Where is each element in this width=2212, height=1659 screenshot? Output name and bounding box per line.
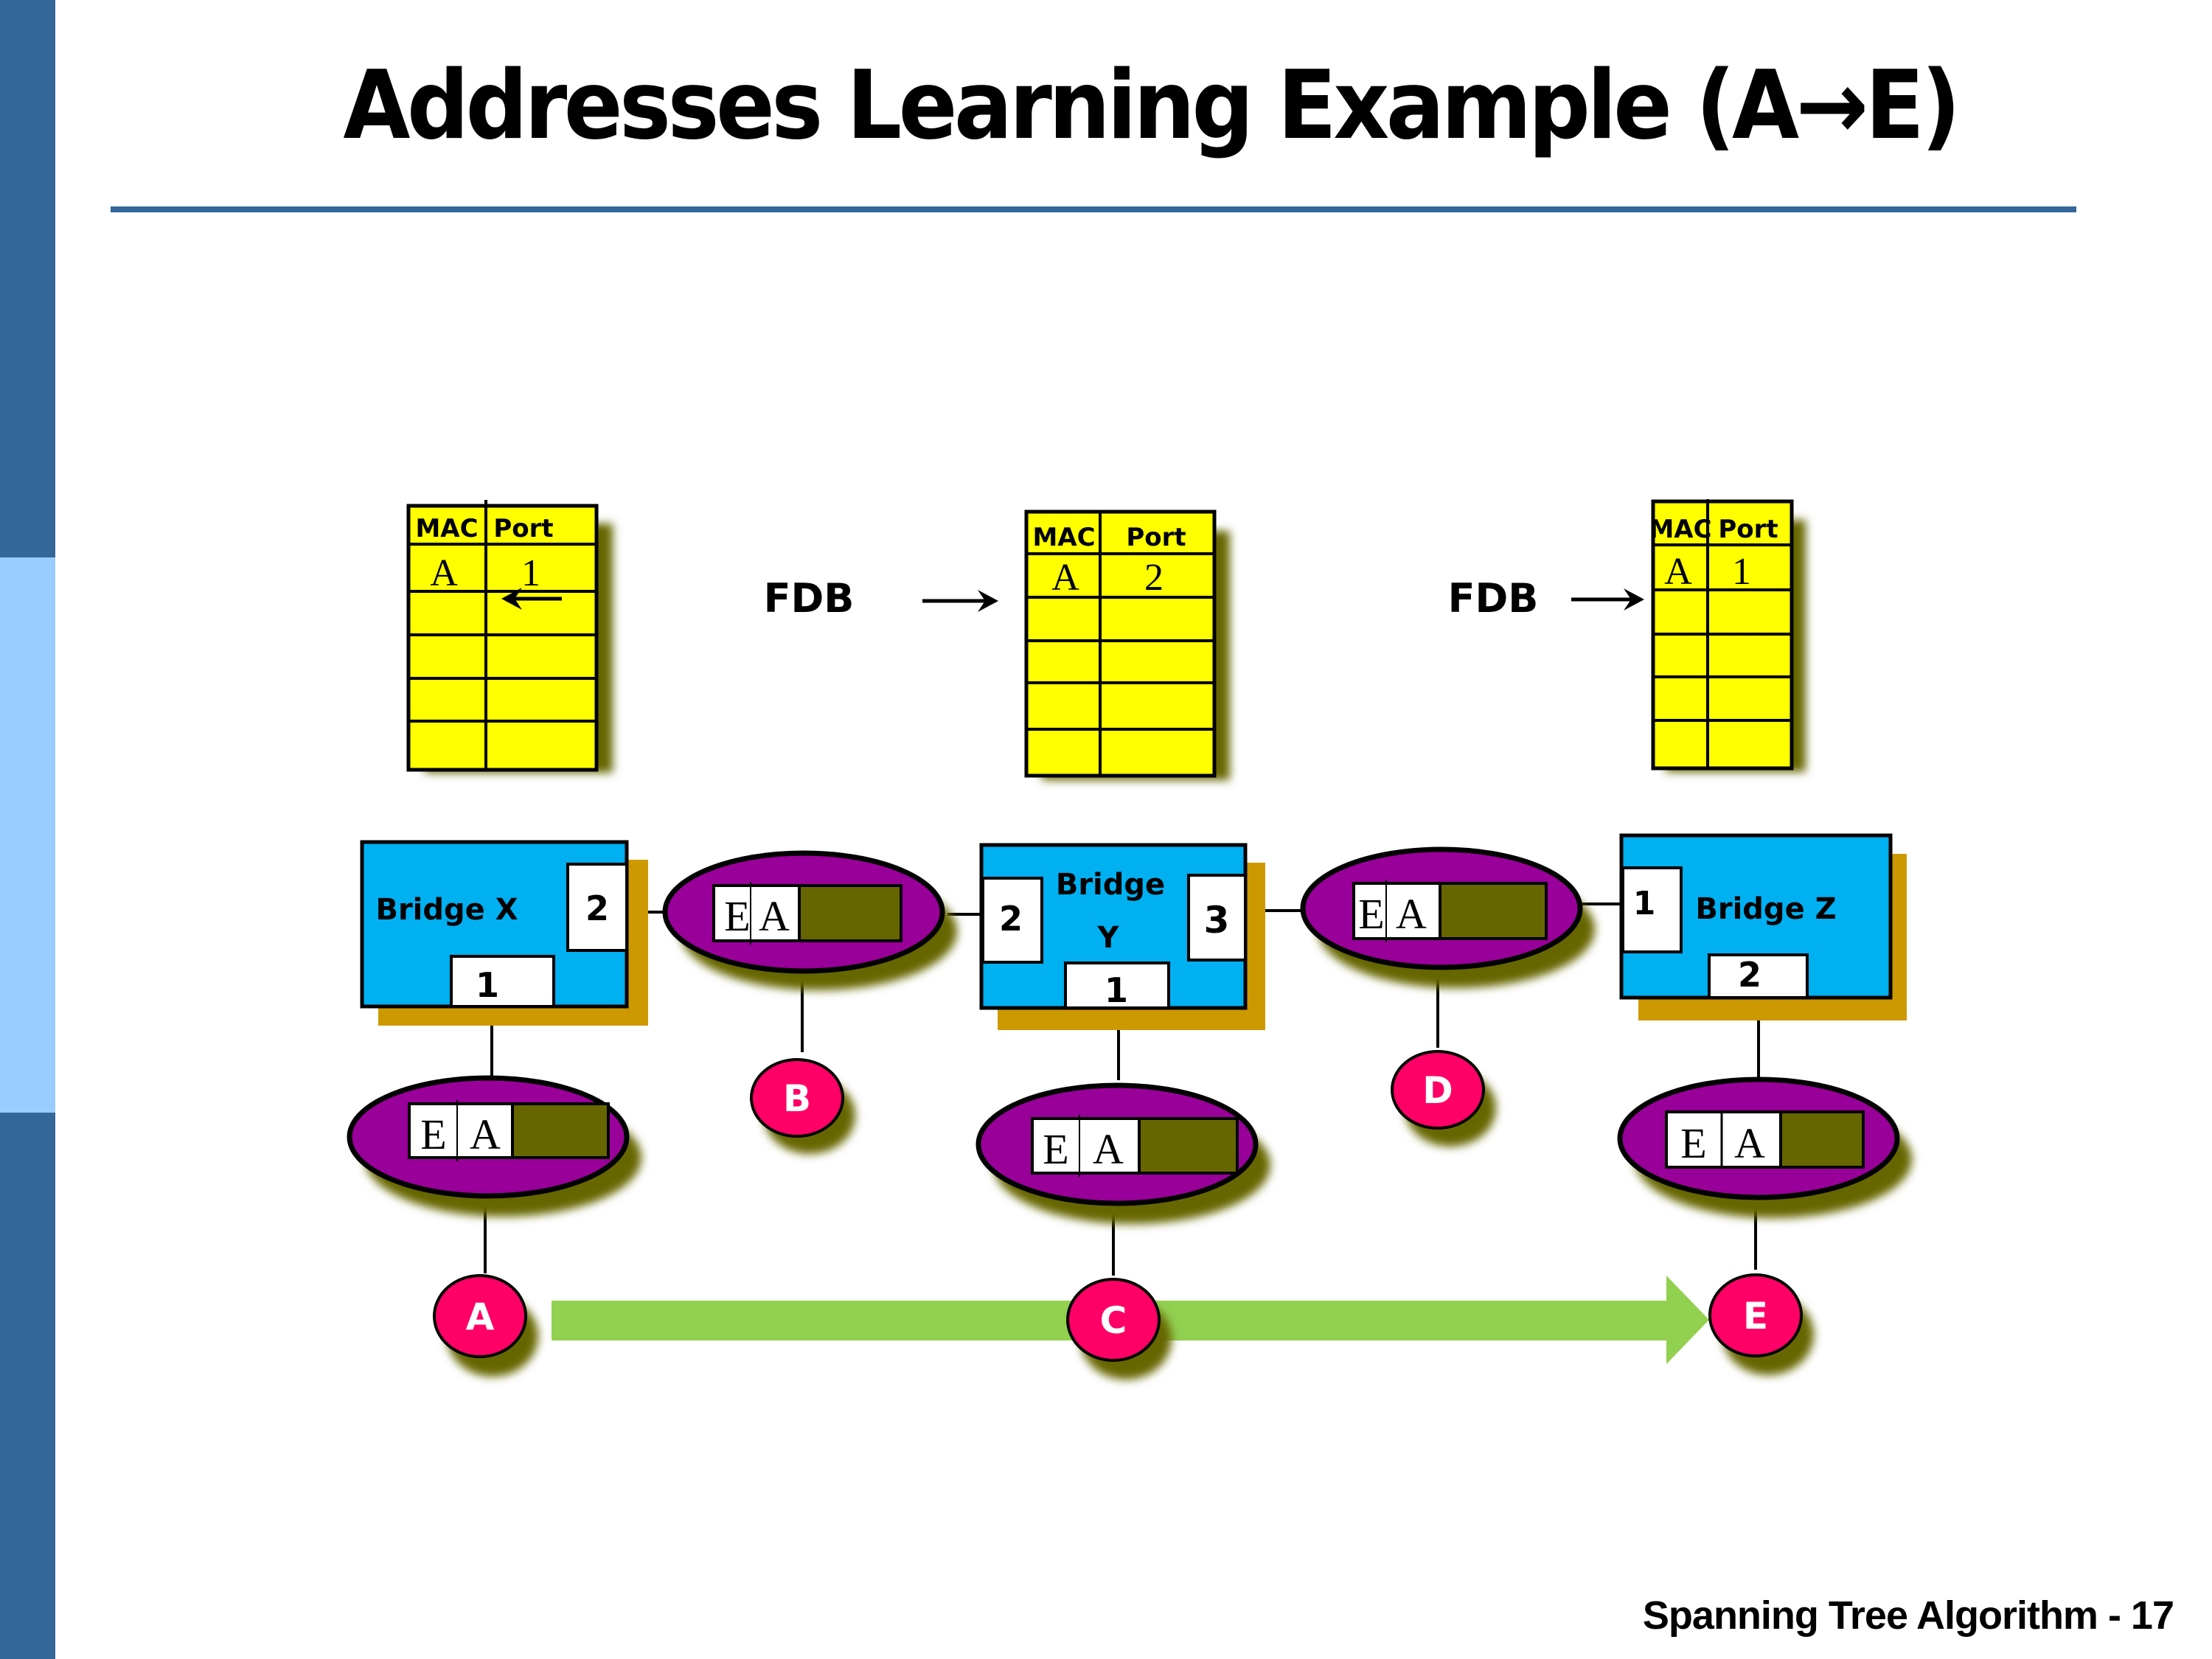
frame-dst: E [1043, 1125, 1068, 1173]
fdb-cell-mac: A [1664, 551, 1692, 593]
frame-src: A [470, 1110, 501, 1158]
frame-payload [789, 884, 902, 942]
sidebar-accent-middle [0, 557, 55, 1113]
fdb-cell-mac: A [1051, 557, 1079, 599]
port-number: 1 [476, 965, 499, 1005]
port-number: 1 [1105, 970, 1128, 1010]
port-number: 3 [1204, 899, 1230, 942]
fdb-table-z: MAC Port A 1 [1649, 499, 1806, 772]
port-number: 2 [585, 888, 609, 928]
port-number: 1 [1633, 885, 1656, 922]
bridge-z[interactable]: Bridge Z 1 2 [1619, 833, 1907, 1020]
station-d[interactable]: D [1391, 1050, 1496, 1147]
lan-segment-x-y[interactable]: E A [662, 850, 957, 990]
frame-payload [1135, 1117, 1239, 1175]
bridge-port-2[interactable] [1708, 953, 1809, 999]
fdb-body [1024, 509, 1217, 778]
port-number: 2 [999, 899, 1023, 939]
frame-packet: E A [1665, 1110, 1865, 1169]
frame-packet: E A [408, 1100, 610, 1161]
station-label: B [783, 1077, 811, 1120]
bridge-port-1[interactable] [1621, 866, 1683, 953]
bridge-port-1[interactable] [1064, 961, 1170, 1009]
arrow-to-fdb-x-icon [501, 588, 562, 610]
frame-src: A [1093, 1125, 1124, 1173]
lan-segment-z-port2[interactable]: E A [1617, 1077, 1912, 1218]
station-label: D [1422, 1069, 1453, 1112]
station-b[interactable]: B [750, 1058, 855, 1154]
title-underline [111, 206, 2076, 212]
fdb-cell-mac: A [430, 552, 458, 594]
fdb-table-y: MAC Port A 2 [1024, 509, 1230, 780]
fdb-header-port: Port [1126, 523, 1186, 552]
arrow-to-fdb-z-icon [1571, 588, 1644, 611]
lan-segment-y-port1[interactable]: E A [975, 1082, 1270, 1224]
sidebar-accent [0, 0, 55, 1659]
sidebar-accent-top [0, 0, 55, 557]
frame-packet: E A [712, 882, 902, 945]
frame-payload [1777, 1110, 1865, 1169]
frame-dst: E [1680, 1119, 1706, 1167]
frame-src: A [759, 892, 790, 940]
frame-dst: E [1358, 890, 1384, 938]
fdb-header-mac: MAC [415, 514, 478, 543]
station-node [1708, 1273, 1803, 1357]
fdb-header-port: Port [1718, 515, 1778, 544]
station-a[interactable]: A [433, 1274, 538, 1377]
bridge-port-2[interactable] [981, 877, 1043, 964]
fdb-cell-port: 1 [521, 552, 540, 594]
fdb-header-port: Port [493, 514, 553, 543]
station-label: E [1743, 1295, 1768, 1338]
frame-src: A [1396, 890, 1427, 938]
arrow-to-fdb-y-icon [922, 590, 998, 612]
bridge-port-2[interactable] [566, 863, 628, 952]
bridge-port-1[interactable] [450, 955, 555, 1008]
slide-title: Addresses Learning Example (A→E) [343, 51, 1961, 161]
bridge-y[interactable]: Bridge Y 2 3 1 [979, 843, 1265, 1030]
station-c[interactable]: C [1066, 1278, 1172, 1380]
frame-packet: E A [1352, 880, 1548, 942]
station-node [1391, 1050, 1485, 1130]
fdb-table-x: MAC Port A 1 [406, 500, 613, 773]
lan-segment-x-port1[interactable]: E A [347, 1075, 641, 1217]
bridge-x[interactable]: Bridge X 2 1 [360, 840, 648, 1026]
bridge-port-3[interactable] [1187, 874, 1247, 961]
slide-footer: Spanning Tree Algorithm - 17 [1642, 1593, 2174, 1638]
station-node [750, 1058, 844, 1138]
frame-packet: E A [1031, 1115, 1239, 1177]
bridge-label-line1: Bridge [1056, 868, 1165, 902]
bridge-label-line2: Y [1097, 921, 1120, 955]
station-e[interactable]: E [1708, 1273, 1814, 1375]
fdb-header-mac: MAC [1032, 523, 1095, 552]
bridge-label: Bridge Z [1695, 892, 1836, 926]
station-label: C [1100, 1299, 1127, 1342]
station-node [1066, 1278, 1161, 1362]
fdb-label-left: FDB [764, 575, 855, 622]
fdb-label-right: FDB [1448, 575, 1539, 622]
bridge-label: Bridge X [375, 893, 518, 927]
station-label: A [466, 1295, 495, 1338]
fdb-cell-port: 1 [1732, 551, 1751, 593]
lan-segment-y-z[interactable]: E A [1300, 846, 1595, 988]
frame-dst: E [724, 892, 750, 940]
fdb-header-mac: MAC [1649, 515, 1711, 544]
frame-dst: E [420, 1110, 446, 1158]
fdb-body [406, 504, 599, 772]
station-node [433, 1274, 527, 1358]
port-number: 2 [1738, 955, 1761, 995]
frame-src: A [1734, 1119, 1765, 1167]
sidebar-accent-bottom [0, 1113, 55, 1659]
fdb-cell-port: 2 [1144, 557, 1164, 599]
frame-payload [1429, 882, 1548, 940]
frame-payload [509, 1102, 610, 1159]
